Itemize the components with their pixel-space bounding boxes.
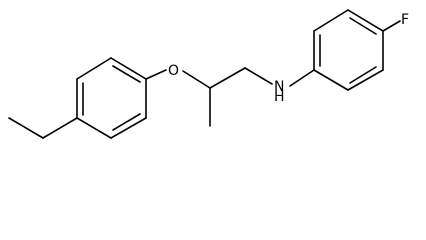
bond (347, 69, 384, 91)
bond (145, 69, 167, 80)
ether-linkage: O (145, 63, 211, 89)
bond (76, 117, 112, 139)
double-bond-inner (349, 17, 377, 35)
bond (289, 69, 315, 87)
amine-group: H (274, 69, 315, 105)
bond (347, 9, 384, 32)
bond (110, 117, 147, 139)
hydrogen-atom-label: H (274, 89, 285, 105)
ethylphenyl-ring (76, 57, 147, 139)
bond (8, 117, 44, 139)
fluoro-group: F (382, 12, 409, 32)
bond (42, 117, 78, 139)
bond (110, 57, 147, 80)
oxygen-atom-label: O (168, 63, 179, 79)
bond (209, 67, 246, 89)
double-bond-inner (112, 113, 141, 131)
double-bond-inner (112, 65, 141, 83)
bond (313, 9, 349, 32)
nitrogen-atom-label: N (274, 79, 284, 95)
bond (182, 70, 211, 89)
double-bond-inner (349, 66, 377, 84)
bond (76, 57, 112, 80)
fluorophenyl-ring (313, 9, 384, 91)
bond (382, 20, 401, 32)
fluorine-atom-label: F (401, 12, 409, 28)
propyl-chain (209, 67, 273, 127)
structural-formula: O H F N (8, 9, 409, 139)
bond (313, 69, 349, 91)
ethyl-group (8, 117, 78, 139)
bond (244, 67, 273, 85)
